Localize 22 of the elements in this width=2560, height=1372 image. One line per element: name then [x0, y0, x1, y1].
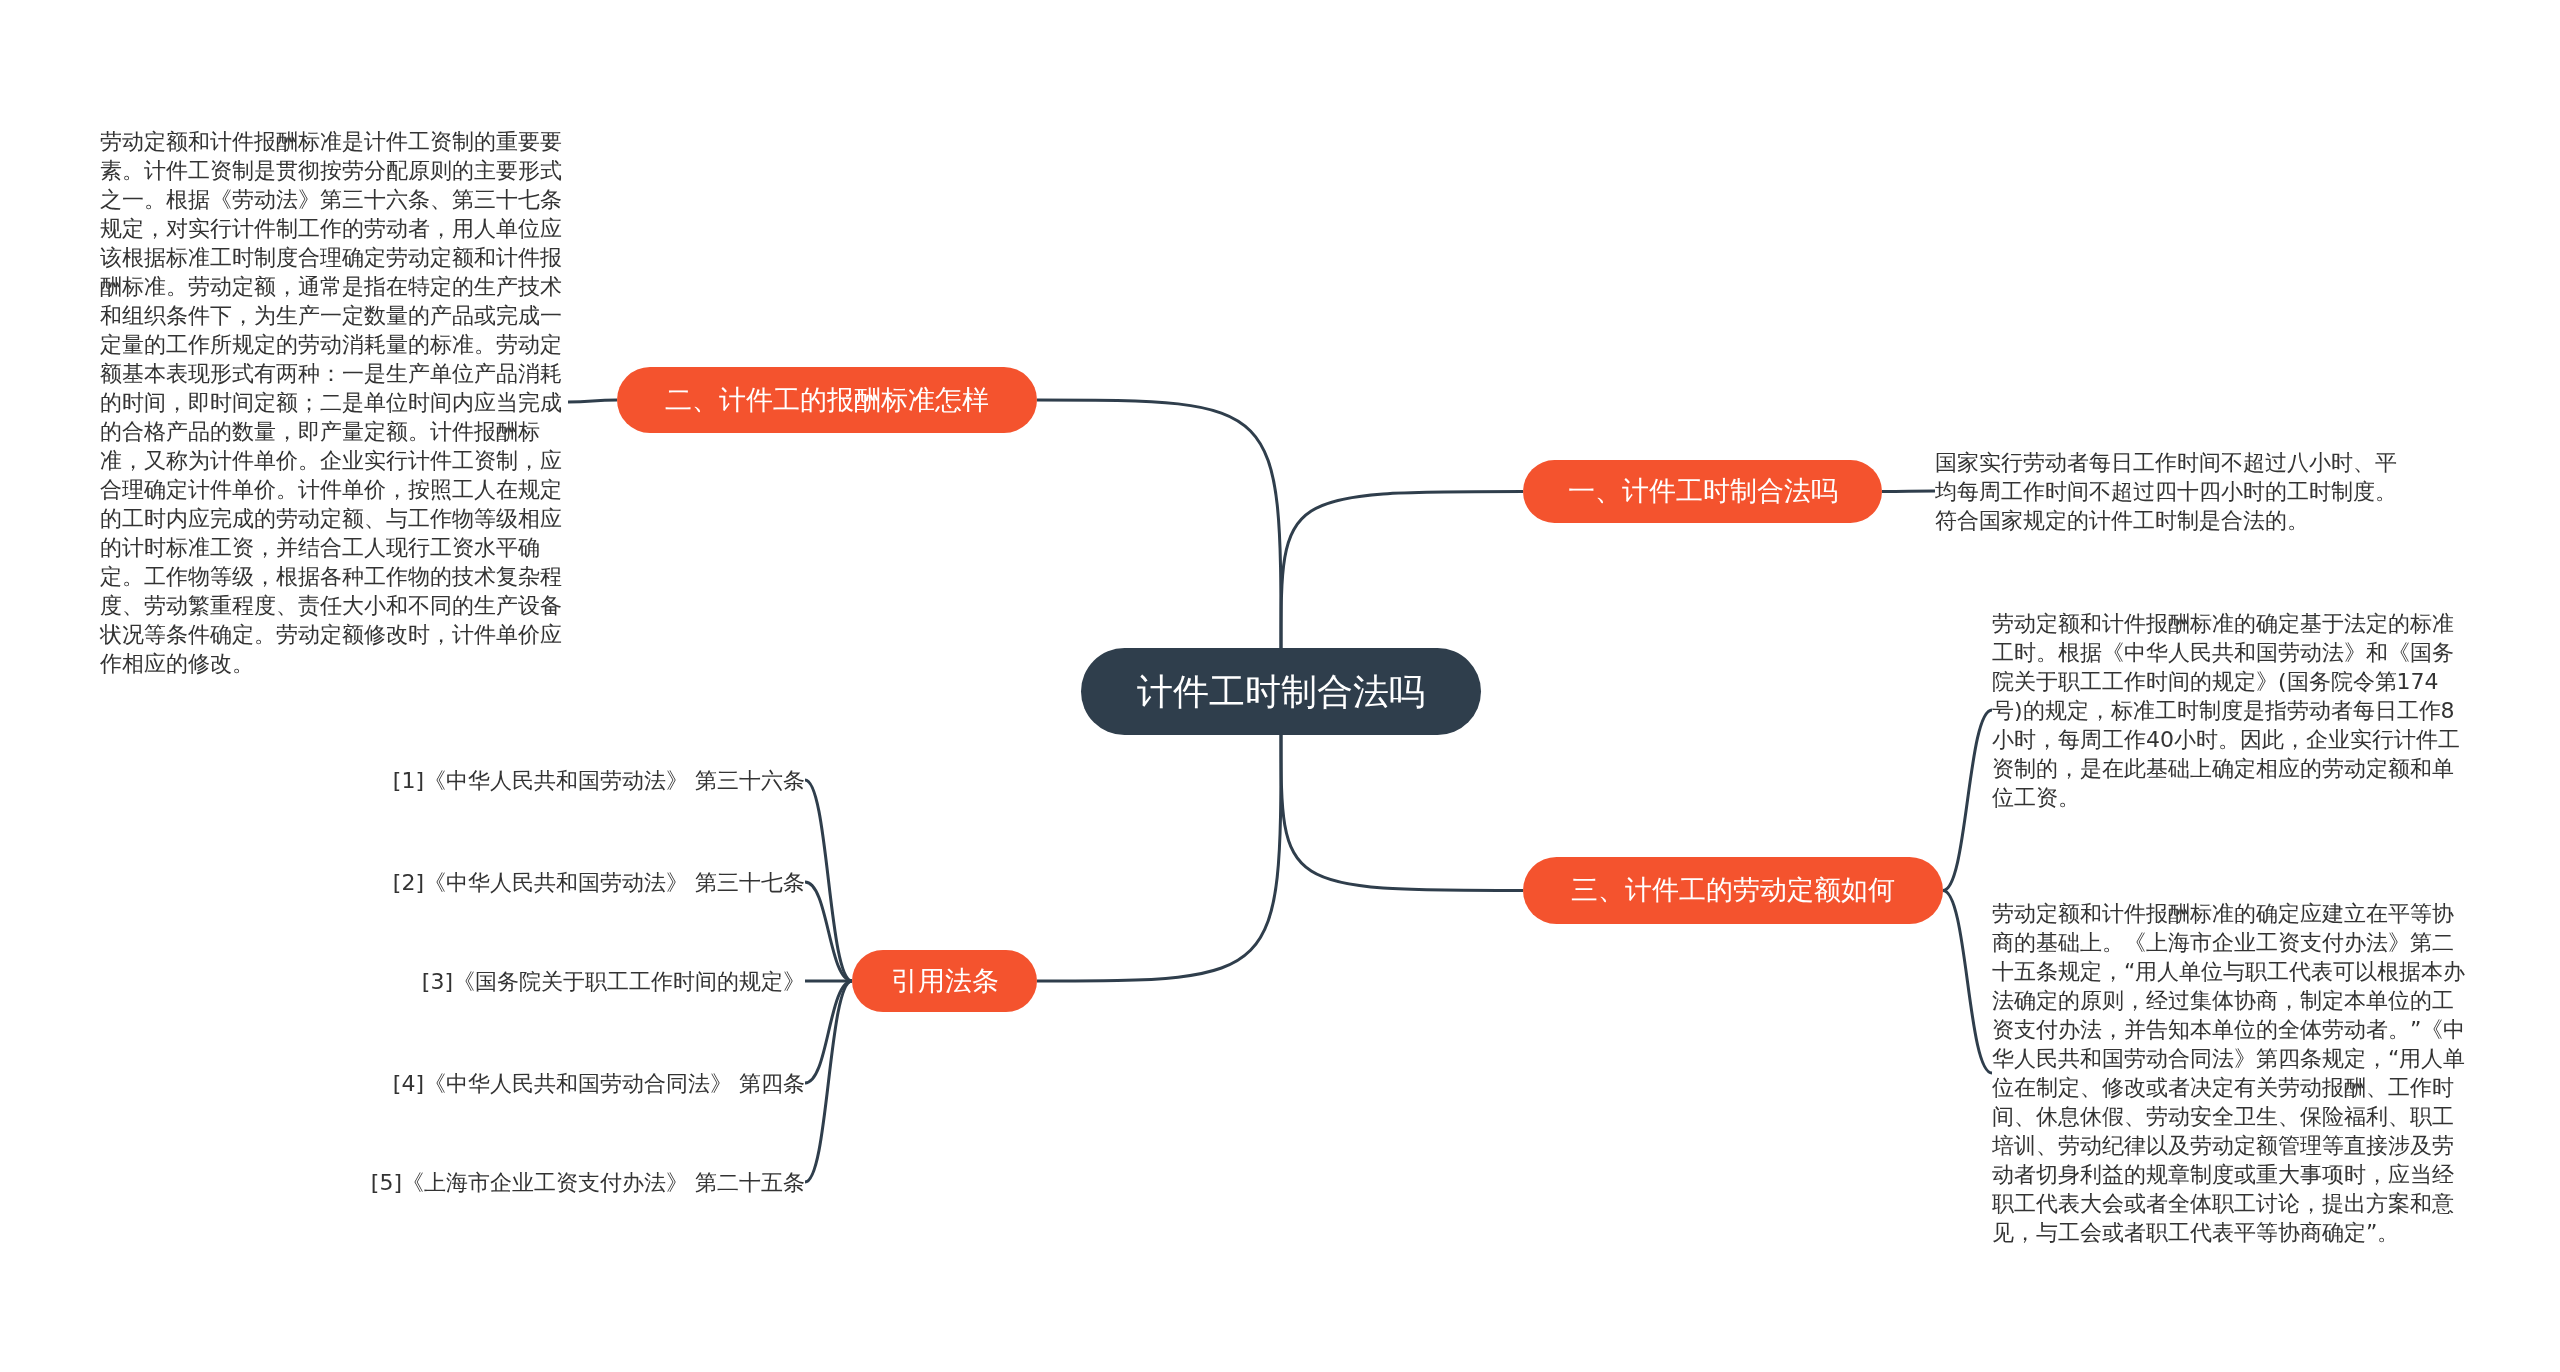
connector-line: [1037, 735, 1283, 983]
note-text: 劳动定额和计件报酬标准的确定应建立在平等协商的基础上。《上海市企业工资支付办法》第二十五条规定，“用人单位与职工代表可以根据本办法确定的原则，经过集体协商，制定本单位的工资支付办法，并告知本单位的全体劳动者。”《中华人民共和国劳动合同法》第四条规定，“用人单位在制定、修改或者决定有关劳动报酬、工作时间、休息休假、劳动安全卫生、保险福利、职工培训、劳动纪律以及劳动定额管理等直接涉及劳动者切身利益的规章制度或重大事项时，应当经职工代表大会或者全体职工讨论，提出方案和意见，与工会或者职工代表平等协商确定”。: [1992, 873, 2467, 1273]
connector-line: [1942, 708, 1993, 892]
citation-text: [4]《中华人民共和国劳动合同法》 第四条: [300, 1063, 805, 1103]
connector-line: [568, 398, 617, 404]
topic-pill: 三、计件工的劳动定额如何: [1523, 857, 1943, 924]
connector-line: [1037, 398, 1283, 648]
topic-pill: 引用法条: [852, 950, 1037, 1012]
citation-text: [2]《中华人民共和国劳动法》 第三十七条: [300, 862, 805, 902]
note-text: 劳动定额和计件报酬标准的确定基于法定的标准工时。根据《中华人民共和国劳动法》和《国务院关于职工工作时间的规定》(国务院令第174号)的规定，标准工时制度是指劳动者每日工作8小时，每周工作40小时。因此，企业实行计件工资制的，是在此基础上确定相应的劳动定额和单位工资。: [1992, 600, 2467, 820]
connector-line: [1279, 490, 1523, 648]
topic-pill: 二、计件工的报酬标准怎样: [617, 367, 1037, 433]
connector-line: [1279, 735, 1523, 892]
central-topic: 计件工时制合法吗: [1081, 648, 1481, 735]
citation-text: [5]《上海市企业工资支付办法》 第二十五条: [300, 1162, 805, 1202]
connector-line: [1942, 889, 1993, 1075]
topic-pill: 一、计件工时制合法吗: [1523, 460, 1882, 523]
citation-text: [3]《国务院关于职工工作时间的规定》: [300, 961, 805, 1001]
citation-text: [1]《中华人民共和国劳动法》 第三十六条: [300, 760, 805, 800]
note-text: 国家实行劳动者每日工作时间不超过八小时、平均每周工作时间不超过四十四小时的工时制度。符合国家规定的计件工时制是合法的。: [1935, 441, 2405, 541]
note-text: 劳动定额和计件报酬标准是计件工资制的重要要素。计件工资制是贯彻按劳分配原则的主要形式之一。根据《劳动法》第三十六条、第三十七条规定，对实行计件制工作的劳动者，用人单位应该根据标准工时制度合理确定劳动定额和计件报酬标准。劳动定额，通常是指在特定的生产技术和组织条件下，为生产一定数量的产品或完成一定量的工作所规定的劳动消耗量的标准。劳动定额基本表现形式有两种：一是生产单位产品消耗的时间，即时间定额；二是单位时间内应当完成的合格产品的数量，即产量定额。计件报酬标准，又称为计件单价。企业实行计件工资制，应合理确定计件单价。计件单价，按照工人在规定的工时内应完成的劳动定额、与工作物等级相应的计时标准工资，并结合工人现行工资水平确定。工作物等级，根据各种工作物的技术复杂程度、劳动繁重程度、责任大小和不同的生产设备状况等条件确定。劳动定额修改时，计件单价应作相应的修改。: [100, 102, 568, 702]
connector-line: [1882, 489, 1935, 493]
